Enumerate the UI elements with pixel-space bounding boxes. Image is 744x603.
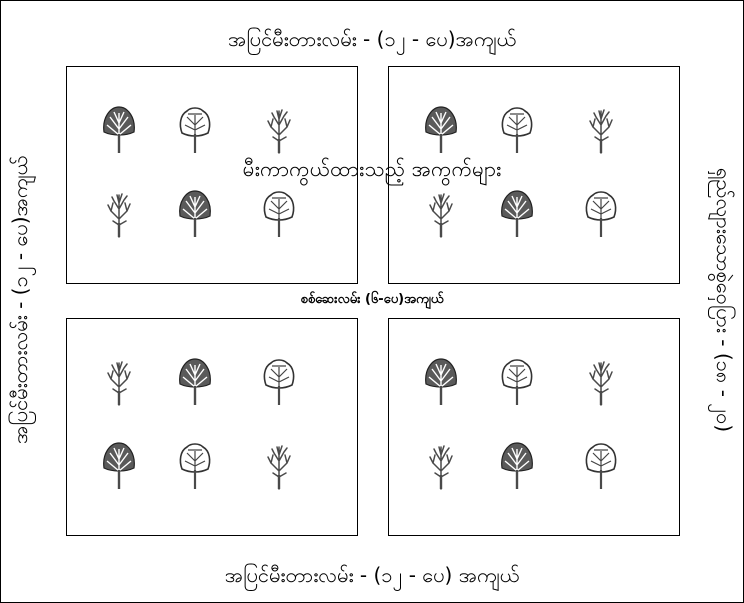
light-leafy-tree-icon xyxy=(263,359,295,405)
bottom-firebreak-label: အပြင်မီးတားလမ်း - (၁၂ - ပေ) အကျယ် xyxy=(224,563,520,587)
protected-plots-label: မီးကာကွယ်ထားသည့် အကွက်များ xyxy=(242,157,502,181)
dark-leafy-tree-icon xyxy=(501,442,533,489)
light-leafy-tree-icon xyxy=(179,107,211,153)
plot-bottom-right xyxy=(388,318,680,536)
bare-tree-icon xyxy=(107,361,131,406)
top-firebreak-label: အပြင်မီးတားလမ်း - (၁၂ - ပေ)အကျယ် xyxy=(227,27,517,51)
plot-bottom-left xyxy=(66,318,358,536)
bare-tree-icon xyxy=(429,193,453,238)
dark-leafy-tree-icon xyxy=(501,190,533,237)
bare-tree-icon xyxy=(589,109,613,154)
bare-tree-icon xyxy=(267,445,291,490)
dark-leafy-tree-icon xyxy=(179,358,211,405)
light-leafy-tree-icon xyxy=(501,107,533,153)
dark-leafy-tree-icon xyxy=(425,106,457,153)
bare-tree-icon xyxy=(267,109,291,154)
light-leafy-tree-icon xyxy=(585,443,617,489)
light-leafy-tree-icon xyxy=(263,191,295,237)
bare-tree-icon xyxy=(589,361,613,406)
plot-top-left xyxy=(66,66,358,284)
plot-top-right xyxy=(388,66,680,284)
dark-leafy-tree-icon xyxy=(103,442,135,489)
dark-leafy-tree-icon xyxy=(103,106,135,153)
dark-leafy-tree-icon xyxy=(179,190,211,237)
inspection-path-label: စစ်ဆေးလမ်း (၆-ပေ)အကျယ် xyxy=(300,292,444,307)
light-leafy-tree-icon xyxy=(585,191,617,237)
dark-leafy-tree-icon xyxy=(425,358,457,405)
light-leafy-tree-icon xyxy=(501,359,533,405)
bare-tree-icon xyxy=(107,193,131,238)
light-leafy-tree-icon xyxy=(179,443,211,489)
bare-tree-icon xyxy=(429,445,453,490)
